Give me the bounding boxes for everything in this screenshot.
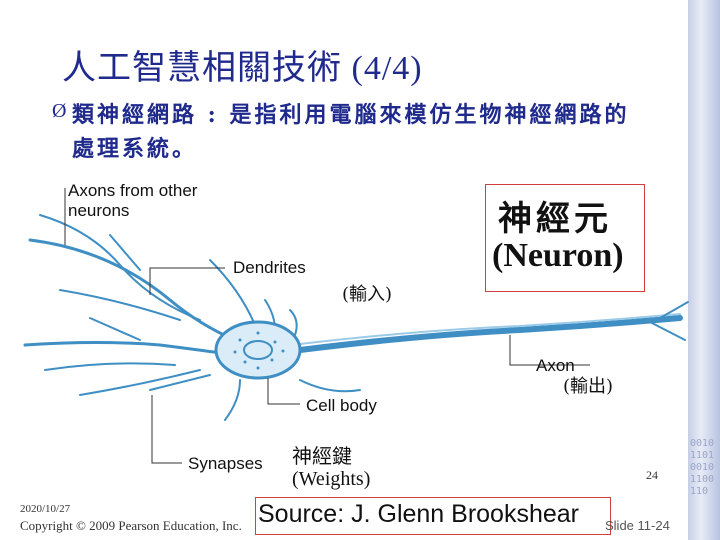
binary-digits: 0010110100101100110 bbox=[690, 438, 715, 497]
dendrite-branch bbox=[209, 259, 256, 326]
annotation-input: (輸入) bbox=[342, 284, 393, 305]
dendrite-branch bbox=[89, 317, 141, 341]
leader-dendrites bbox=[149, 267, 225, 295]
copyright: Copyright © 2009 Pearson Education, Inc. bbox=[20, 518, 242, 533]
neuron-en: (Neuron) bbox=[492, 237, 624, 274]
dendrite-branch bbox=[109, 234, 141, 271]
bullet-text: 類神經網路 : 是指利用電腦來模仿生物神經網路的處理系統。 bbox=[72, 102, 630, 162]
leader-cell-body bbox=[267, 378, 300, 405]
dendrite-branch bbox=[79, 369, 201, 396]
dendrite-branch bbox=[39, 214, 201, 321]
label-axon: Axon bbox=[536, 356, 575, 375]
axon-fiber bbox=[299, 313, 681, 345]
axon-fiber bbox=[649, 321, 686, 341]
nucleus bbox=[243, 340, 273, 360]
dendrite-branch bbox=[28, 238, 237, 342]
annotation-weights-en: (Weights) bbox=[292, 468, 371, 490]
dendrite-branch bbox=[59, 289, 181, 321]
bullet-arrow-icon: Ø bbox=[52, 100, 67, 122]
slide-date: 2020/10/27 bbox=[20, 503, 71, 515]
cell-body-shape bbox=[214, 320, 302, 380]
neuron-zh: 神經元 bbox=[498, 199, 612, 239]
dendrite-branch bbox=[23, 341, 237, 357]
axon-fiber bbox=[297, 315, 683, 353]
leader-axon bbox=[509, 335, 590, 366]
annotation-weights-zh: 神經鍵 bbox=[292, 444, 352, 468]
decorative-side-strip: 0010110100101100110 bbox=[688, 0, 720, 540]
dendrite-branch bbox=[289, 309, 298, 336]
slide-title: 人工智慧相關技術 (4/4) bbox=[62, 50, 423, 87]
label-cell-body: Cell body bbox=[306, 396, 377, 415]
annotation-output: (輸出) bbox=[563, 376, 614, 397]
dendrite-branch bbox=[149, 374, 211, 391]
dendrite-branch bbox=[224, 379, 241, 421]
label-dendrites: Dendrites bbox=[233, 258, 306, 277]
neuron-diagram bbox=[23, 188, 689, 464]
label-axons-from-other-neurons: Axons from other neurons bbox=[68, 181, 198, 220]
dendrite-branch bbox=[44, 362, 176, 371]
leader-synapses bbox=[151, 395, 182, 464]
neuron-callout-box: 神經元 (Neuron) bbox=[485, 184, 645, 292]
slide-label: Slide 11-24 bbox=[605, 518, 670, 533]
source-box bbox=[255, 497, 611, 535]
page-number: 24 bbox=[646, 468, 658, 482]
dendrite-branch bbox=[299, 379, 361, 393]
axon-fiber bbox=[659, 301, 689, 319]
label-synapses: Synapses bbox=[188, 454, 263, 473]
source-credit: Source: J. Glenn Brookshear bbox=[258, 500, 579, 528]
